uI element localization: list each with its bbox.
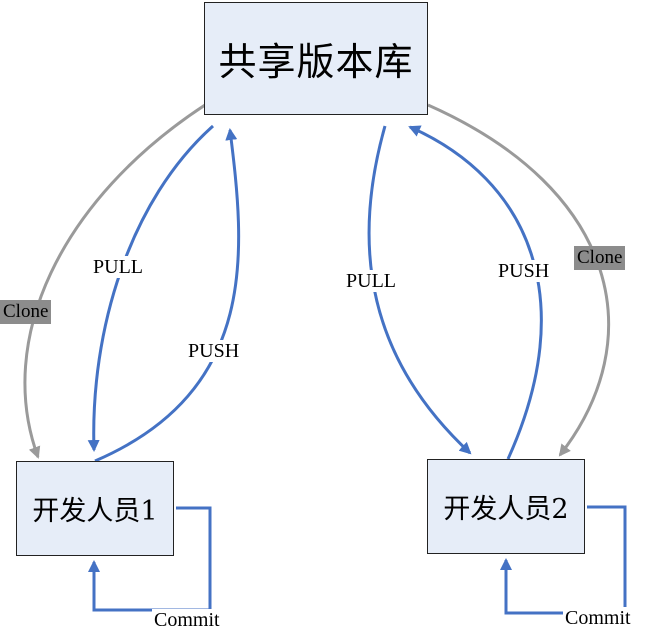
shared-repo-box: 共享版本库 — [204, 2, 428, 115]
left-push-label: PUSH — [186, 340, 242, 362]
developer-1-box: 开发人员1 — [16, 461, 174, 556]
left-commit-label: Commit — [152, 609, 222, 631]
left-clone-label: Clone — [0, 300, 52, 324]
developer-2-box: 开发人员2 — [427, 459, 585, 554]
left-clone-arrow — [23, 103, 206, 459]
left-pull-arrow — [87, 124, 214, 452]
developer-2-label: 开发人员2 — [443, 494, 569, 525]
left-pull-label: PULL — [91, 256, 145, 278]
shared-repo-label: 共享版本库 — [218, 40, 414, 84]
right-pull-arrow — [367, 125, 472, 455]
right-commit-label: Commit — [563, 607, 633, 629]
right-push-label: PUSH — [496, 260, 552, 282]
developer-1-label: 开发人员1 — [32, 496, 158, 527]
right-clone-label: Clone — [574, 246, 626, 270]
right-pull-label: PULL — [344, 270, 398, 292]
left-push-arrow — [94, 128, 241, 463]
right-push-arrow — [408, 125, 543, 460]
